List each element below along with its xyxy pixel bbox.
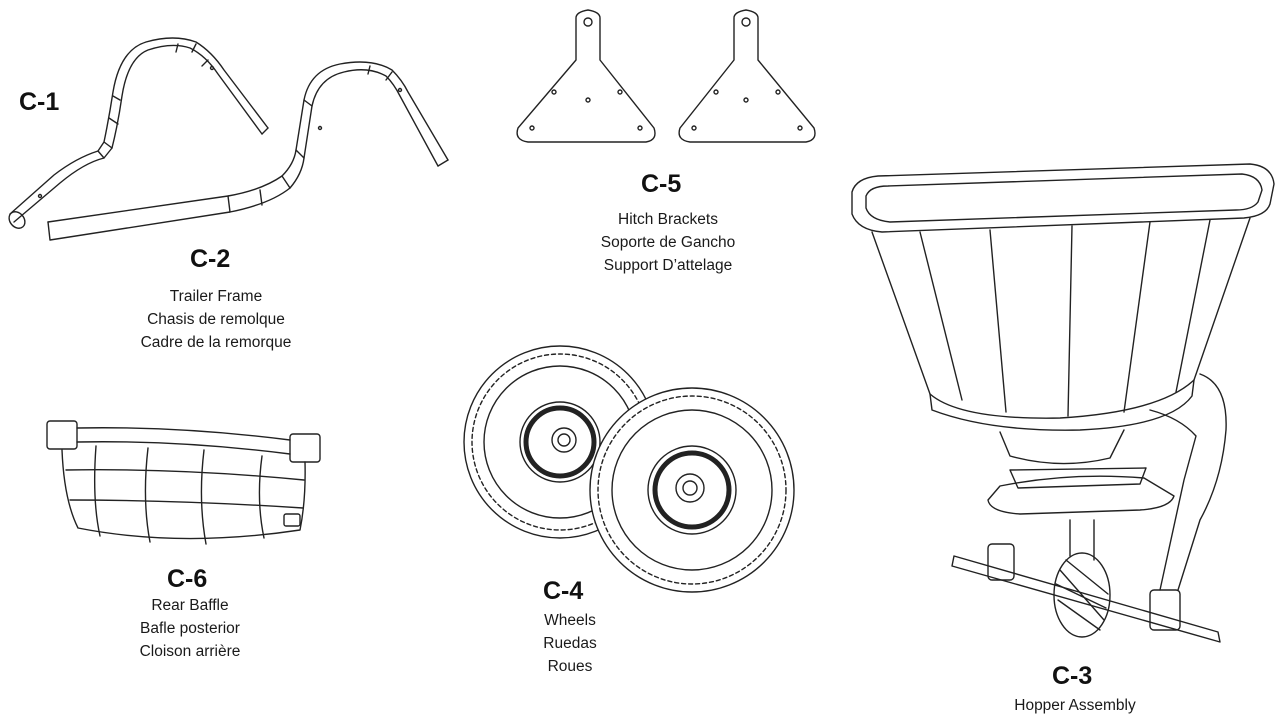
c6-code: C-6 bbox=[167, 565, 208, 593]
c4-caption: Wheels Ruedas Roues bbox=[520, 609, 620, 678]
c5-caption: Hitch Brackets Soporte de Gancho Support… bbox=[578, 208, 758, 277]
c6-caption: Rear Baffle Bafle posterior Cloison arri… bbox=[115, 594, 265, 663]
c3-hopper-assembly-illustration bbox=[852, 164, 1274, 642]
c6-rear-baffle-illustration bbox=[47, 421, 320, 544]
c1-frame-tube-illustration bbox=[6, 38, 268, 231]
c4-caption-es: Ruedas bbox=[543, 635, 597, 652]
c5-caption-fr: Support D’attelage bbox=[603, 257, 733, 274]
c2-caption-en: Trailer Frame bbox=[169, 288, 263, 305]
c1-code: C-1 bbox=[19, 88, 60, 116]
c5-caption-en: Hitch Brackets bbox=[618, 211, 718, 228]
c5-caption-es: Soporte de Gancho bbox=[600, 234, 736, 251]
c3-caption: Hopper Assembly bbox=[990, 694, 1160, 717]
c4-wheels-illustration bbox=[464, 346, 794, 592]
c4-caption-en: Wheels bbox=[544, 612, 596, 629]
c2-caption: Trailer Frame Chasis de remolque Cadre d… bbox=[127, 285, 305, 354]
c6-caption-es: Bafle posterior bbox=[140, 620, 240, 637]
c4-caption-fr: Roues bbox=[547, 658, 593, 675]
c5-code: C-5 bbox=[641, 170, 682, 198]
c3-caption-en: Hopper Assembly bbox=[1014, 697, 1136, 714]
c4-code: C-4 bbox=[543, 577, 584, 605]
c3-code: C-3 bbox=[1052, 662, 1093, 690]
c2-trailer-frame-illustration bbox=[48, 62, 448, 240]
c6-caption-en: Rear Baffle bbox=[151, 597, 229, 614]
c2-caption-fr: Cadre de la remorque bbox=[140, 334, 292, 351]
c2-code: C-2 bbox=[190, 245, 231, 273]
c5-hitch-brackets-illustration bbox=[517, 10, 815, 142]
c2-caption-es: Chasis de remolque bbox=[147, 311, 285, 328]
c6-caption-fr: Cloison arrière bbox=[139, 643, 241, 660]
